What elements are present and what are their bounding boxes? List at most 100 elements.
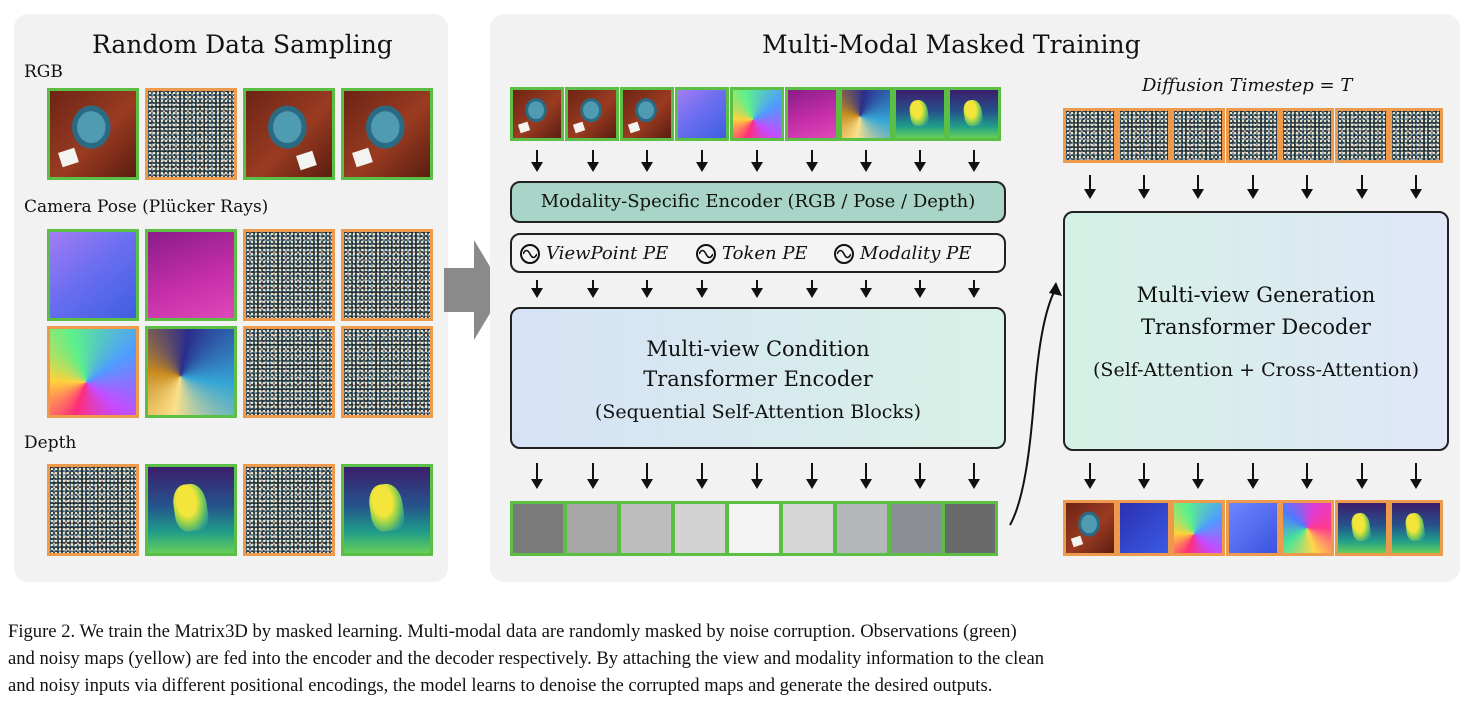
down-arrow-icon (1192, 463, 1204, 489)
down-arrow-icon (696, 150, 708, 172)
modality-specific-encoder: Modality-Specific Encoder (RGB / Pose / … (510, 181, 1006, 223)
down-arrow-icon (914, 150, 926, 172)
down-arrow-icon (860, 280, 872, 298)
down-arrow-icon (641, 463, 653, 489)
condition-token (834, 501, 890, 556)
noisy-input-tile (1117, 108, 1171, 163)
viewpoint-pe-label: ViewPoint PE (546, 243, 669, 264)
condition-token (942, 501, 998, 556)
down-arrow-icon (531, 280, 543, 298)
positional-encoding-bar: ViewPoint PE Token PE Modality PE (510, 233, 1006, 273)
depth-noisy-tile (47, 464, 139, 556)
down-arrow-icon (587, 463, 599, 489)
cross-attention-arrow-icon (1009, 282, 1062, 526)
depth-label: Depth (24, 433, 77, 453)
condition-token (618, 501, 674, 556)
down-arrow-icon (641, 150, 653, 172)
condition-token (780, 501, 836, 556)
depth-noisy-tile (243, 464, 335, 556)
noisy-input-tile (1335, 108, 1389, 163)
diffusion-timestep-label: Diffusion Timestep = T (1142, 75, 1353, 96)
pose-observation-tile (145, 326, 237, 418)
output-depth-tile (1389, 500, 1443, 556)
down-arrow-icon (806, 280, 818, 298)
rgb-observation-tile (341, 88, 433, 180)
down-arrow-icon (968, 463, 980, 489)
output-pose-tile (1280, 500, 1334, 556)
down-arrow-icon (751, 280, 763, 298)
down-arrow-icon (751, 463, 763, 489)
down-arrow-icon (860, 463, 872, 489)
output-rgb-tile (1063, 500, 1117, 556)
caption-line: and noisy maps (yellow) are fed into the… (8, 648, 1045, 669)
pose-noisy-tile (47, 326, 139, 418)
token-pe: Token PE (696, 243, 808, 264)
input-rgb-tile (565, 87, 619, 141)
rgb-noisy-tile (145, 88, 237, 180)
right-panel-title: Multi-Modal Masked Training (762, 30, 1141, 59)
output-pose-tile (1171, 500, 1225, 556)
input-pose-tile (785, 87, 839, 141)
output-depth-tile (1335, 500, 1389, 556)
down-arrow-icon (1192, 175, 1204, 199)
input-pose-tile (675, 87, 729, 141)
down-arrow-icon (1247, 175, 1259, 199)
condition-transformer-encoder: Multi-view Condition Transformer Encoder… (510, 307, 1006, 449)
token-pe-label: Token PE (722, 243, 808, 264)
down-arrow-icon (1301, 463, 1313, 489)
down-arrow-icon (1301, 175, 1313, 199)
down-arrow-icon (1410, 175, 1422, 199)
noisy-input-tile (1226, 108, 1280, 163)
down-arrow-icon (914, 280, 926, 298)
noisy-input-tile (1063, 108, 1117, 163)
encoder-label: Modality-Specific Encoder (RGB / Pose / … (540, 191, 976, 212)
sine-wave-icon (834, 244, 854, 264)
down-arrow-icon (806, 150, 818, 172)
condition-token (888, 501, 944, 556)
flow-arrow-icon (444, 240, 504, 340)
sine-wave-icon (696, 244, 716, 264)
down-arrow-icon (696, 280, 708, 298)
depth-observation-tile (145, 464, 237, 556)
pose-noisy-tile (341, 229, 433, 321)
left-panel-title: Random Data Sampling (92, 30, 393, 59)
condition-token (564, 501, 620, 556)
pose-observation-tile (47, 229, 139, 321)
input-rgb-tile (620, 87, 674, 141)
output-pose-tile (1117, 500, 1171, 556)
condition-token (672, 501, 728, 556)
down-arrow-icon (968, 280, 980, 298)
down-arrow-icon (1356, 463, 1368, 489)
down-arrow-icon (1247, 463, 1259, 489)
input-depth-tile (947, 87, 1001, 141)
condition-token (510, 501, 566, 556)
down-arrow-icon (751, 150, 763, 172)
noisy-input-tile (1389, 108, 1443, 163)
down-arrow-icon (1356, 175, 1368, 199)
figure-caption: Figure 2. We train the Matrix3D by maske… (8, 618, 1468, 699)
down-arrow-icon (587, 150, 599, 172)
pose-noisy-tile (243, 229, 335, 321)
generation-decoder-line1: Multi-view Generation (1136, 283, 1376, 307)
down-arrow-icon (1084, 463, 1096, 489)
down-arrow-icon (914, 463, 926, 489)
condition-encoder-line3: (Sequential Self-Attention Blocks) (594, 401, 922, 423)
down-arrow-icon (1410, 463, 1422, 489)
pose-noisy-tile (243, 326, 335, 418)
modality-pe-label: Modality PE (860, 243, 972, 264)
down-arrow-icon (531, 463, 543, 489)
input-depth-tile (893, 87, 947, 141)
input-rgb-tile (510, 87, 564, 141)
modality-pe: Modality PE (834, 243, 971, 264)
camera-pose-label: Camera Pose (Plücker Rays) (24, 197, 269, 217)
rgb-observation-tile (243, 88, 335, 180)
output-pose-tile (1226, 500, 1280, 556)
caption-line: and noisy inputs via different positiona… (8, 675, 993, 696)
condition-encoder-line2: Transformer Encoder (643, 367, 873, 391)
down-arrow-icon (696, 463, 708, 489)
noisy-input-tile (1280, 108, 1334, 163)
condition-encoder-line1: Multi-view Condition (646, 337, 870, 361)
pose-observation-tile (145, 229, 237, 321)
generation-decoder-line3: (Self-Attention + Cross-Attention) (1093, 359, 1419, 381)
down-arrow-icon (860, 150, 872, 172)
